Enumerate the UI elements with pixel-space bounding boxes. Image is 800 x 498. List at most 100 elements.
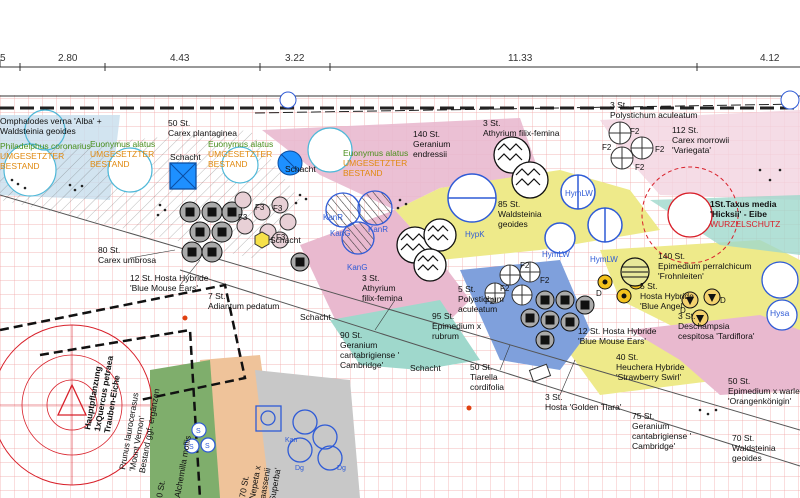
label-omphalodes: Waldsteinia geoides <box>0 126 76 136</box>
deschampsia-symbols <box>597 257 721 327</box>
label-euonymus2: BESTAND <box>208 159 248 169</box>
label-heuchera: 40 St. <box>616 352 638 362</box>
tree-quercus <box>0 324 153 486</box>
label-schacht: Schacht <box>285 164 316 174</box>
label-nepeta: 70 St. <box>237 475 251 498</box>
label-polystichum1: 3 St. <box>610 100 627 110</box>
label-euonymus2: Euonymus alatus <box>208 139 273 149</box>
label-euonymus3: Euonymus alatus <box>343 148 408 158</box>
marker-dot <box>466 405 472 411</box>
code-label: KanR <box>323 213 343 222</box>
code-label: F2 <box>540 276 550 285</box>
label-taxus: 'Hicksii' - Eibe <box>710 209 767 219</box>
label-geranium-cant1: Geranium <box>340 340 377 350</box>
code-label: D <box>596 289 602 298</box>
label-hosta-tiara: Hosta 'Golden Tiara' <box>545 402 622 412</box>
label-hysa: Hysa <box>770 308 790 318</box>
boundary-bed <box>39 328 202 498</box>
code-label: HymLW <box>590 255 618 264</box>
label-nepeta: 'Superba' <box>267 467 283 498</box>
leader-lines <box>129 249 576 396</box>
label-waldsteinia2: 70 St. <box>732 433 754 443</box>
dimension-bar: 5 2.80 4.43 3.22 11.33 4.12 <box>0 53 800 71</box>
label-athyrium2: filix-femina <box>362 293 403 303</box>
label-hosta-angel: 'Blue Angel' <box>640 301 684 311</box>
label-hosta-blue2: 'Blue Mouse Ears' <box>578 336 646 346</box>
code-label: F3 <box>255 203 265 212</box>
label-waldsteinia1: 85 St. <box>498 199 520 209</box>
label-taxus: WURZELSCHUTZ <box>710 219 780 229</box>
label-euonymus1: Euonymus alatus <box>90 139 155 149</box>
code-labels-s: S S S Dg Dg Kan <box>189 428 346 472</box>
code-label: HypK <box>465 230 485 239</box>
label-geranium-cant2: cantabrigiense ' <box>632 431 692 441</box>
label-geranium-cant2: 75 St. <box>632 411 654 421</box>
code-label: F2 <box>630 127 640 136</box>
shrub-circles <box>3 109 353 197</box>
code-label: HymLW <box>565 189 593 198</box>
label-adiantum: 7 St. <box>208 291 225 301</box>
code-label: KanG <box>347 263 367 272</box>
code-label: KanG <box>330 229 350 238</box>
label-euonymus1: UMGESETZTER <box>90 149 154 159</box>
label-polystichum2: aculeatum <box>458 304 497 314</box>
code-label: F2 <box>655 145 665 154</box>
label-deschampsia: cespitosa 'Tardiflora' <box>678 331 755 341</box>
dimension-label: 5 <box>0 53 6 64</box>
label-epimedium-warley: Epimedium x warley <box>728 386 800 396</box>
marker-dot <box>182 315 188 321</box>
label-carex-plant: Carex plantaginea <box>168 128 237 138</box>
hexagon-marker <box>254 231 270 249</box>
label-hosta-angel: Hosta Hybride <box>640 291 694 301</box>
label-taxus: 1St.Taxus media <box>710 199 777 209</box>
label-carex-morrowii: Carex morrowii <box>672 135 729 145</box>
label-heuchera: Heuchera Hybride <box>616 362 685 372</box>
label-carex-morrowii: 112 St. <box>672 125 698 135</box>
label-athyrium2: Athyrium <box>362 283 396 293</box>
code-label: F2 <box>500 284 510 293</box>
label-geranium-cant2: Cambridge' <box>632 441 676 451</box>
label-geranium-cant1: 90 St. <box>340 330 362 340</box>
label-polystichum2: 5 St. <box>458 284 475 294</box>
label-heuchera: 'Strawberry Swirl' <box>616 372 681 382</box>
label-athyrium2: 3 St. <box>362 273 379 283</box>
code-label: F2 <box>602 143 612 152</box>
label-euonymus3: BESTAND <box>343 168 383 178</box>
label-schacht: Schacht <box>300 312 331 322</box>
path-edge <box>179 269 800 467</box>
label-euonymus2: UMGESETZTER <box>208 149 272 159</box>
code-label: D <box>720 296 726 305</box>
label-tiarella: 50 St. <box>470 362 492 372</box>
polystichum-symbols <box>484 121 654 306</box>
label-hosta-angel: 5 St. <box>640 281 657 291</box>
label-euonymus1: BESTAND <box>90 159 130 169</box>
label-epimedium-rubrum: 95 St. <box>432 311 454 321</box>
bed-yellow-2 <box>600 240 800 340</box>
label-carex-umbrosa: 80 St. <box>98 245 120 255</box>
dimension-label: 2.80 <box>58 53 78 64</box>
dimension-label: 11.33 <box>508 53 533 64</box>
bed-green <box>150 360 220 498</box>
label-adiantum: Adiantum pedatum <box>208 301 279 311</box>
label-athyrium1: Athyrium filix-femina <box>483 128 560 138</box>
label-geranium-cant2: Geranium <box>632 421 669 431</box>
label-epimedium-warley: 50 St. <box>728 376 750 386</box>
label-epimedium-perr: 'Frohnleiten' <box>658 271 704 281</box>
dimension-label: 4.43 <box>170 53 190 64</box>
code-label: Dg <box>295 465 304 472</box>
dimension-label: 4.12 <box>760 53 780 64</box>
code-label: F3 <box>238 213 248 222</box>
label-epimedium-rubrum: Epimedium x <box>432 321 482 331</box>
boundary-dashed <box>254 103 800 114</box>
code-label: F2 <box>485 297 495 306</box>
label-geranium-endr: endressii <box>413 149 447 159</box>
label-polystichum1: Polystichum aculeatum <box>610 110 697 120</box>
label-philadelphus: BESTAND <box>0 161 40 171</box>
label-hosta-blue1: 'Blue Mouse Ears' <box>130 283 198 293</box>
label-epimedium-perr: 140 St. <box>658 251 685 261</box>
bed-pink-right <box>600 110 800 200</box>
label-schacht: Schacht <box>270 235 301 245</box>
label-schacht: Schacht <box>170 152 201 162</box>
label-epimedium-perr: Epimedium perralchicum <box>658 261 752 271</box>
code-label: F2 <box>635 163 645 172</box>
